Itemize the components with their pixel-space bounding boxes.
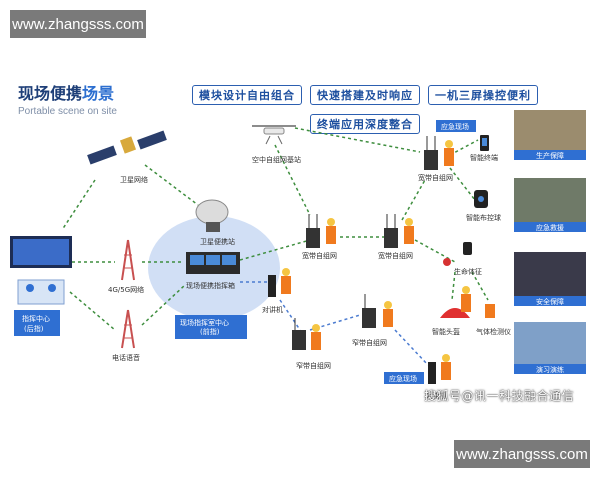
badge-onsite-center: [175, 315, 247, 339]
heart-icon: [443, 258, 451, 266]
label-command-center-sub: (后指): [24, 324, 44, 333]
label-mobile-net: 4G/5G网络: [108, 285, 144, 294]
link-uav-wb3: [294, 127, 421, 153]
label-scene-production: 生产保障: [536, 151, 564, 160]
satellite-icon: [87, 130, 167, 165]
worker-walkie-icon: [281, 268, 291, 294]
label-emergency-top: 应急现场: [441, 122, 469, 131]
watch-icon: [463, 242, 472, 255]
link-uav-wb1: [274, 144, 311, 216]
watermark-bottom: www.zhangsss.com: [454, 440, 590, 468]
title-main: 现场便携: [18, 84, 83, 103]
radio-wb1-icon: [306, 214, 320, 248]
worker-center-icon: [461, 286, 471, 312]
links: [61, 127, 489, 366]
label-onsite-center: 现场指挥室中心: [180, 318, 229, 327]
feature-terminal: 终端应用深度整合: [310, 114, 420, 134]
link-vital-helmet: [451, 271, 456, 301]
worker-wb1-icon: [326, 218, 336, 244]
badge-emergency-bottom: [384, 372, 424, 384]
label-emergency-bottom: 应急现场: [389, 374, 417, 383]
label-smart-terminal: 智能终端: [470, 153, 498, 162]
link-sat-portable: [144, 164, 199, 206]
label-wideband-3: 宽带自组网: [418, 173, 453, 182]
scene-safety: [514, 252, 586, 306]
page-subtitle: Portable scene on site: [18, 106, 117, 117]
label-wideband-1: 宽带自组网: [302, 251, 337, 260]
walkie-bottom-icon: [428, 362, 436, 384]
title-text: 现场便携场景: [18, 80, 117, 104]
link-wb2-wb3: [401, 179, 426, 221]
ptz-camera-icon: [474, 190, 488, 208]
label-sat-portable: 卫星便携站: [200, 237, 235, 246]
command-screen-icon: [10, 236, 72, 268]
label-scene-safety: 安全保障: [536, 297, 564, 306]
label-walkie-talkie-2: 对讲机: [426, 391, 447, 400]
label-narrowband-1: 窄带自组网: [296, 361, 331, 370]
link-walkie-nb1: [279, 299, 301, 331]
radio-wb2-icon: [384, 214, 398, 248]
worker-wb2-icon: [404, 218, 414, 244]
label-command-center: 指挥中心: [22, 314, 50, 323]
radio-wb3-icon: [424, 136, 438, 170]
link-portable-wb1: [239, 239, 311, 261]
link-sat-command: [61, 179, 96, 231]
link-nb2-walkie: [394, 329, 429, 366]
watermark-top: www.zhangsss.com: [10, 10, 146, 38]
label-narrowband-2: 窄带自组网: [352, 338, 387, 347]
label-onsite-center-sub: (前指): [200, 327, 220, 336]
feature-rapid: 快速搭建及时响应: [310, 85, 420, 105]
label-satellite-net: 卫星网络: [120, 175, 148, 184]
uav-icon: [252, 125, 296, 145]
page-title: 现场便携场景 Portable scene on site: [18, 80, 117, 117]
smart-terminal-icon: [480, 135, 489, 151]
label-wideband-2: 宽带自组网: [378, 251, 413, 260]
radio-nb1-icon: [292, 318, 306, 350]
link-phone-portable: [141, 284, 186, 326]
label-walkie-talkie: 对讲机: [262, 305, 283, 314]
link-vital-gas: [471, 271, 489, 301]
scene-production: [514, 110, 586, 160]
label-gas-detect: 气体检测仪: [476, 327, 511, 336]
gas-detector-icon: [485, 304, 495, 318]
phone-tower-icon: [121, 309, 135, 349]
label-uav-relay: 空中自组网基站: [252, 155, 301, 164]
label-portable-console: 现场便携指挥箱: [186, 281, 235, 290]
console-icon: [186, 252, 240, 274]
sat-dish-icon: [195, 199, 229, 232]
cell-tower-icon: [121, 239, 135, 281]
badge-command-center: [14, 310, 60, 336]
badge-emergency-top: [436, 120, 476, 132]
label-scene-rescue: 应急救援: [536, 223, 564, 232]
label-smart-ptz: 智能布控球: [466, 213, 501, 222]
radio-nb2-icon: [362, 294, 376, 328]
worker-bottom-icon: [441, 354, 451, 380]
scene-rescue: [514, 178, 586, 232]
feature-modular: 模块设计自由组合: [192, 85, 302, 105]
label-vital-signs: 生命体征: [454, 267, 482, 276]
link-wb3-ptz: [449, 167, 476, 201]
label-phone-voice: 电话语音: [112, 353, 140, 362]
label-scene-drill: 演习演练: [536, 365, 564, 374]
link-command-phone: [69, 291, 116, 331]
worker-wb3-icon: [444, 140, 454, 166]
operator-desk-icon: [17, 279, 65, 305]
label-smart-helmet: 智能头盔: [432, 327, 460, 336]
source-watermark: 搜狐号@讯一科技融合通信: [424, 389, 575, 403]
worker-nb2-icon: [383, 301, 393, 327]
worker-nb1-icon: [311, 324, 321, 350]
feature-screens: 一机三屏操控便利: [428, 85, 538, 105]
title-accent: 场景: [82, 84, 115, 103]
walkie-talkie-icon: [268, 275, 276, 297]
scene-drill: [514, 322, 586, 374]
link-wb3-terminal: [449, 139, 479, 156]
